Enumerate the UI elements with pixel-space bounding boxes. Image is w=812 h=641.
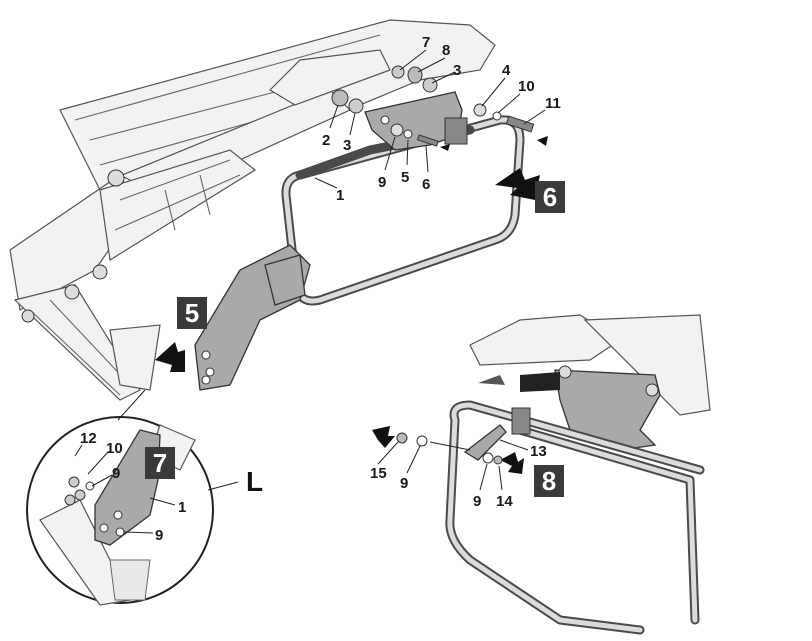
callout-right-13: 13 — [530, 443, 547, 460]
callout-right-9-right: 9 — [473, 493, 481, 510]
callout-8: 8 — [442, 42, 450, 59]
step-badge-7: 7 — [145, 447, 175, 479]
callout-4: 4 — [502, 62, 511, 79]
callout-7: 7 — [422, 34, 430, 51]
callout-right-9-left: 9 — [400, 475, 408, 492]
callout-9: 9 — [378, 174, 386, 191]
callout-right-14: 14 — [496, 493, 513, 510]
upper-mounting-plate — [364, 91, 468, 151]
step-badge-8-text: 8 — [542, 466, 556, 496]
callout-10: 10 — [518, 78, 535, 95]
callout-1: 1 — [336, 187, 344, 204]
callout-left-9-top: 9 — [112, 465, 120, 482]
motorcycle-subframe — [9, 19, 496, 401]
step-badge-8: 8 — [534, 465, 564, 497]
callout-5: 5 — [401, 169, 409, 186]
detail-circle-left — [26, 389, 214, 606]
lower-mounting-plate — [194, 244, 311, 391]
callout-left-10: 10 — [106, 440, 123, 457]
callout-3-bottom: 3 — [343, 137, 351, 154]
callout-6: 6 — [422, 176, 430, 193]
callout-right-15: 15 — [370, 465, 387, 482]
callouts-detail-left: 12 10 9 1 9 — [74, 430, 186, 544]
step-badge-5: 5 — [177, 297, 207, 329]
step-badge-6: 6 — [535, 181, 565, 213]
step-badge-7-text: 7 — [153, 448, 167, 478]
callouts-detail-right: 15 9 13 9 14 — [370, 439, 547, 510]
callouts-main: 7 8 3 4 10 11 2 3 9 5 6 1 — [314, 34, 561, 204]
callout-3-top: 3 — [453, 62, 461, 79]
callout-11: 11 — [545, 95, 561, 112]
detail-right — [396, 314, 711, 635]
side-label-leader — [207, 481, 239, 491]
hardware-top — [331, 65, 535, 147]
callout-left-9-bottom: 9 — [155, 527, 163, 544]
callout-left-1: 1 — [178, 499, 186, 516]
callout-left-12: 12 — [80, 430, 97, 447]
side-label: L — [246, 466, 263, 497]
callout-2: 2 — [322, 132, 330, 149]
step-badge-6-text: 6 — [543, 182, 557, 212]
step-badge-5-text: 5 — [185, 298, 199, 328]
